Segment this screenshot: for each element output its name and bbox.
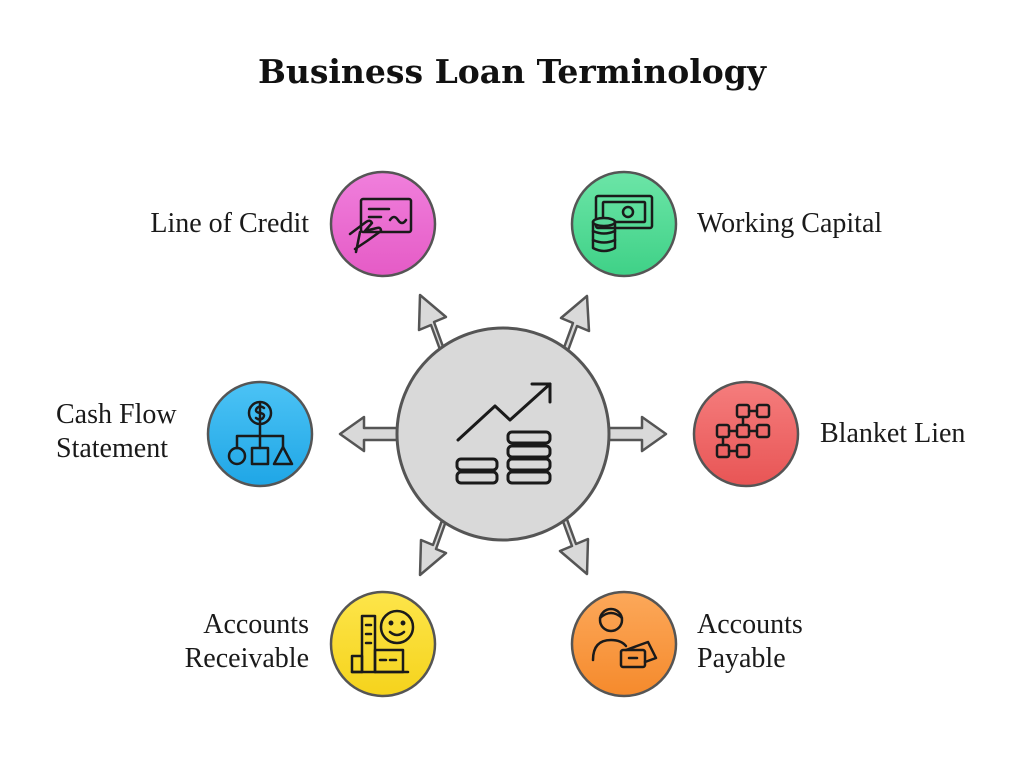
growth-chart-coins-icon [455, 382, 552, 485]
center-hub [395, 326, 611, 542]
node-circle-blanket-lien [692, 380, 800, 488]
smiley-building-icon [350, 609, 415, 674]
label-working-capital: Working Capital [697, 207, 882, 241]
node-circle-working-capital [570, 170, 678, 278]
label-cash-flow-statement-line1: Cash Flow [56, 399, 177, 430]
label-cash-flow-statement: Cash Flow Statement [56, 398, 177, 466]
label-line-of-credit-text: Line of Credit [150, 208, 309, 239]
label-line-of-credit: Line of Credit [150, 207, 309, 241]
node-circle-line-of-credit [329, 170, 437, 278]
label-blanket-lien: Blanket Lien [820, 417, 965, 451]
label-working-capital-text: Working Capital [697, 208, 883, 239]
label-accounts-receivable-line1: Accounts [203, 609, 309, 640]
page-title: Business Loan Terminology [257, 52, 767, 91]
label-accounts-receivable-line2: Receivable [184, 643, 309, 674]
label-cash-flow-statement-line2: Statement [56, 433, 168, 464]
arrow-right [600, 415, 668, 453]
node-circle-accounts-receivable [329, 590, 437, 698]
label-blanket-lien-text: Blanket Lien [820, 418, 966, 449]
label-accounts-payable-line1: Accounts [697, 609, 803, 640]
label-accounts-payable-line2: Payable [697, 643, 786, 674]
cash-coins-icon [591, 194, 654, 253]
credit-card-hand-icon [348, 197, 413, 254]
dollar-flowchart-icon [227, 400, 294, 466]
person-wallet-icon [591, 607, 658, 669]
connected-blocks-icon [715, 403, 771, 459]
label-accounts-payable: Accounts Payable [697, 608, 803, 676]
label-accounts-receivable: Accounts Receivable [185, 608, 309, 676]
